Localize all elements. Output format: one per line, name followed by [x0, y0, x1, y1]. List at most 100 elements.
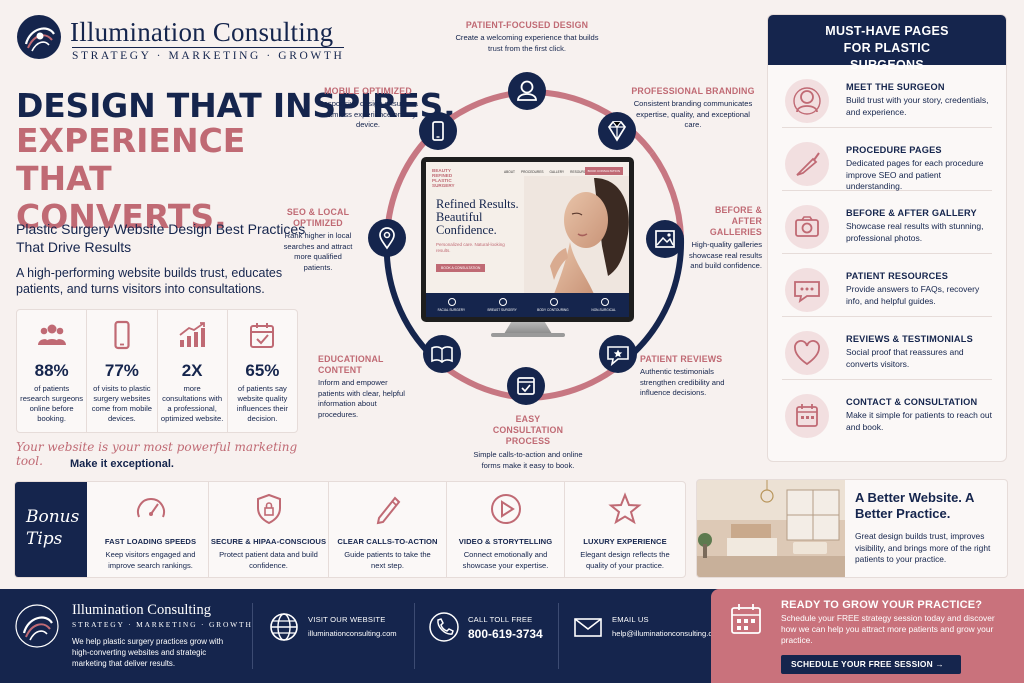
stat-caption: of patients research surgeons online bef…	[20, 384, 84, 423]
email-link[interactable]: help@illuminationconsulting.com	[612, 629, 723, 638]
feature-patient-focused: PATIENT-FOCUSED DESIGN Create a welcomin…	[455, 20, 599, 53]
tip-video: VIDEO & STORYTELLING Connect emotionally…	[447, 482, 565, 577]
website-mockup-monitor: BEAUTY REFINED PLASTIC SURGERY ABOUT PRO…	[421, 157, 634, 337]
better-description: Great design builds trust, improves visi…	[855, 531, 991, 564]
stat-value: 77%	[104, 361, 139, 380]
stat-card: 88% of patients research surgeons online…	[17, 310, 88, 432]
mockup-category: NON-SURGICAL	[578, 293, 629, 317]
better-headline: A Better Website. A Better Practice.	[855, 490, 974, 521]
galleries-node	[646, 220, 684, 258]
shield-lock-icon	[256, 493, 281, 525]
phone-number[interactable]: 800-619-3734	[468, 627, 543, 641]
pencil-icon	[376, 496, 400, 525]
must-have-title: MUST-HAVE PAGES FOR PLASTIC SURGEONS	[768, 15, 1006, 72]
brand-tagline: STRATEGY · MARKETING · GROWTH	[72, 47, 345, 62]
smartphone-icon	[114, 320, 130, 350]
cta-headline: READY TO GROW YOUR PRACTICE?	[781, 599, 983, 611]
logo-swirl-icon	[15, 604, 59, 648]
stat-card: 65% of patients say website quality infl…	[228, 310, 297, 432]
feature-mobile: MOBILE OPTIMIZED Responsive design ensur…	[318, 86, 418, 129]
open-book-icon	[431, 346, 453, 364]
location-pin-icon	[379, 227, 395, 250]
closing-tagline: Your website is your most powerful marke…	[16, 440, 298, 468]
branding-node	[598, 112, 636, 150]
envelope-icon	[574, 618, 602, 637]
seo-node	[368, 219, 406, 257]
bonus-tips-panel: Bonus Tips FAST LOADING SPEEDS Keep visi…	[14, 481, 686, 578]
footer-divider	[414, 603, 415, 669]
star-icon	[608, 492, 642, 525]
phone-icon	[429, 612, 459, 642]
page-item-gallery: BEFORE & AFTER GALLERY Showcase real res…	[782, 191, 992, 254]
play-button-icon	[490, 494, 521, 524]
brand-name: Illumination Consulting	[70, 17, 334, 47]
feature-reviews: PATIENT REVIEWS Authentic testimonials s…	[640, 354, 725, 397]
scalpel-icon	[796, 152, 820, 176]
image-gallery-icon	[655, 230, 675, 248]
phone-label: CALL TOLL FREE	[468, 615, 533, 624]
reviews-node	[599, 335, 637, 373]
page-item-contact: CONTACT & CONSULTATION Make it simple fo…	[782, 380, 992, 443]
mockup-category-bar: FACIAL SURGERY BREAST SURGERY BODY CONTO…	[426, 293, 629, 317]
cta-panel: READY TO GROW YOUR PRACTICE? Schedule yo…	[711, 589, 1024, 683]
calendar-check-icon	[517, 377, 535, 395]
stat-caption: more consultations with a professional, …	[160, 384, 224, 423]
globe-icon	[270, 613, 298, 641]
headline-secondary: EXPERIENCE THAT CONVERTS.	[16, 121, 246, 236]
tip-secure: SECURE & HIPAA-CONSCIOUS Protect patient…	[209, 482, 329, 577]
mockup-nav-item: PROCEDURES	[520, 170, 544, 174]
tip-luxury: LUXURY EXPERIENCE Elegant design reflect…	[565, 482, 685, 577]
growth-chart-icon	[179, 322, 206, 347]
tip-fast-loading: FAST LOADING SPEEDS Keep visitors engage…	[93, 482, 209, 577]
clinic-lobby-image	[697, 480, 845, 577]
stat-value: 65%	[245, 361, 280, 380]
footer-divider	[558, 603, 559, 669]
diamond-icon	[607, 121, 627, 142]
monitor-stand	[504, 322, 552, 334]
schedule-session-button[interactable]: SCHEDULE YOUR FREE SESSION →	[781, 655, 961, 674]
mobile-node	[419, 112, 457, 150]
portrait-image	[524, 176, 629, 294]
intro-text: A high-performing website builds trust, …	[16, 266, 283, 296]
stat-caption: of patients say website quality influenc…	[236, 384, 288, 423]
footer-divider	[252, 603, 253, 669]
speedometer-icon	[136, 498, 165, 518]
feature-seo: SEO & LOCAL OPTIMIZED Rank higher in loc…	[283, 207, 353, 272]
calendar-check-icon	[250, 323, 275, 348]
stat-caption: of visits to plastic surgery websites co…	[91, 384, 153, 423]
feature-educational: EDUCATIONAL CONTENT Inform and empower p…	[318, 354, 405, 419]
bonus-tips-label: Bonus Tips	[15, 482, 87, 577]
mockup-nav-item: ABOUT	[504, 170, 515, 174]
mockup-hero-text: Refined Results. Beautiful Confidence.	[436, 197, 519, 237]
page-item-resources: PATIENT RESOURCES Provide answers to FAQ…	[782, 254, 992, 317]
chat-star-icon	[607, 346, 629, 367]
chat-bubble-icon	[794, 281, 820, 304]
stat-card: 77% of visits to plastic surgery website…	[87, 310, 158, 432]
mockup-category: FACIAL SURGERY	[426, 293, 477, 317]
people-icon	[37, 324, 66, 345]
stat-card: 2X more consultations with a professiona…	[158, 310, 228, 432]
website-link[interactable]: illuminationconsulting.com	[308, 629, 397, 638]
email-label: EMAIL US	[612, 615, 649, 624]
calendar-icon	[731, 604, 761, 634]
page-item-procedures: PROCEDURE PAGES Dedicated pages for each…	[782, 128, 992, 191]
calendar-icon	[796, 404, 818, 427]
heart-icon	[794, 340, 820, 366]
mockup-category: BODY CONTOURING	[528, 293, 579, 317]
feature-galleries: BEFORE & AFTER GALLERIES High-quality ga…	[688, 205, 762, 270]
tip-cta: CLEAR CALLS-TO-ACTION Guide patients to …	[329, 482, 447, 577]
mockup-brand: BEAUTY REFINED PLASTIC SURGERY	[432, 168, 455, 188]
stats-panel: 88% of patients research surgeons online…	[16, 309, 298, 433]
footer-brand-tagline: STRATEGY · MARKETING · GROWTH	[72, 620, 253, 629]
mockup-cta-top: BOOK CONSULTATION	[584, 167, 623, 175]
mockup-nav-item: RESOURCES	[570, 170, 591, 174]
must-have-pages-panel: MUST-HAVE PAGES FOR PLASTIC SURGEONS MEE…	[767, 14, 1007, 462]
user-icon	[517, 80, 537, 101]
smartphone-icon	[432, 121, 444, 141]
monitor-base	[491, 333, 565, 337]
feature-consultation: EASY CONSULTATION PROCESS Simple calls-t…	[473, 414, 583, 470]
mockup-nav-item: GALLERY	[549, 170, 565, 174]
consultation-node	[507, 367, 545, 405]
feature-branding: PROFESSIONAL BRANDING Consistent brandin…	[631, 86, 755, 129]
cta-description: Schedule your FREE strategy session toda…	[781, 613, 995, 645]
